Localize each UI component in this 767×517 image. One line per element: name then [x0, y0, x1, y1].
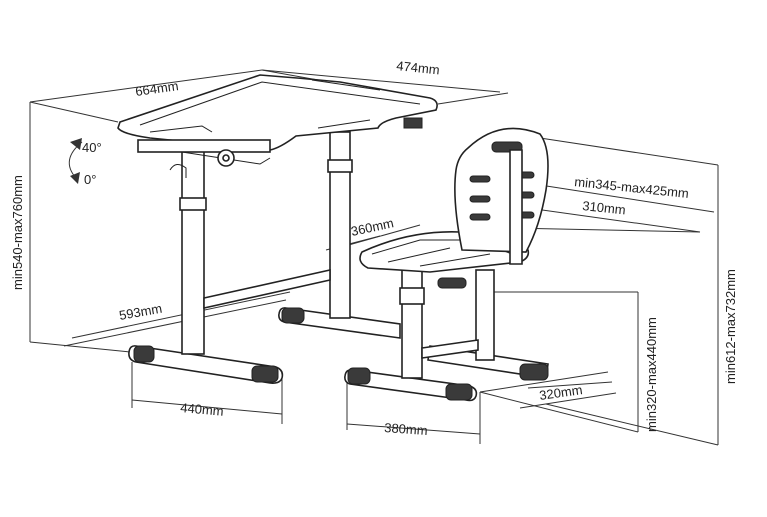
desk-top — [117, 74, 438, 165]
desk-base-width-label: 440mm — [180, 400, 225, 419]
desk-base-depth-label: 593mm — [118, 301, 163, 323]
chair-backrest — [454, 127, 549, 265]
seat-depth-label: 360mm — [350, 215, 396, 239]
dimension-lines — [29, 69, 719, 446]
chair-total-height-label: min612-max732mm — [723, 269, 738, 384]
desk-right-foot — [278, 307, 401, 339]
chair-base-depth-label: 320mm — [538, 382, 583, 403]
backrest-width-label: 310mm — [582, 198, 627, 217]
desk-width-label: 664mm — [134, 78, 179, 99]
seat-back-height-label: min345-max425mm — [574, 174, 690, 201]
seat-height-label: min320-max440mm — [644, 317, 659, 432]
tilt-arrow-icon — [68, 138, 83, 184]
tilt-knob — [169, 149, 235, 178]
chair — [344, 127, 549, 402]
desk-left-foot — [128, 345, 284, 384]
tilt-max-label: 40° — [82, 140, 102, 155]
chair-legs — [399, 261, 495, 379]
desk-depth-label: 474mm — [396, 58, 441, 77]
chair-base-width-label: 380mm — [384, 420, 428, 438]
chair-base — [344, 345, 549, 402]
desk-height-label: min540-max760mm — [10, 175, 25, 290]
tilt-min-label: 0° — [84, 172, 96, 187]
desk — [68, 74, 438, 384]
